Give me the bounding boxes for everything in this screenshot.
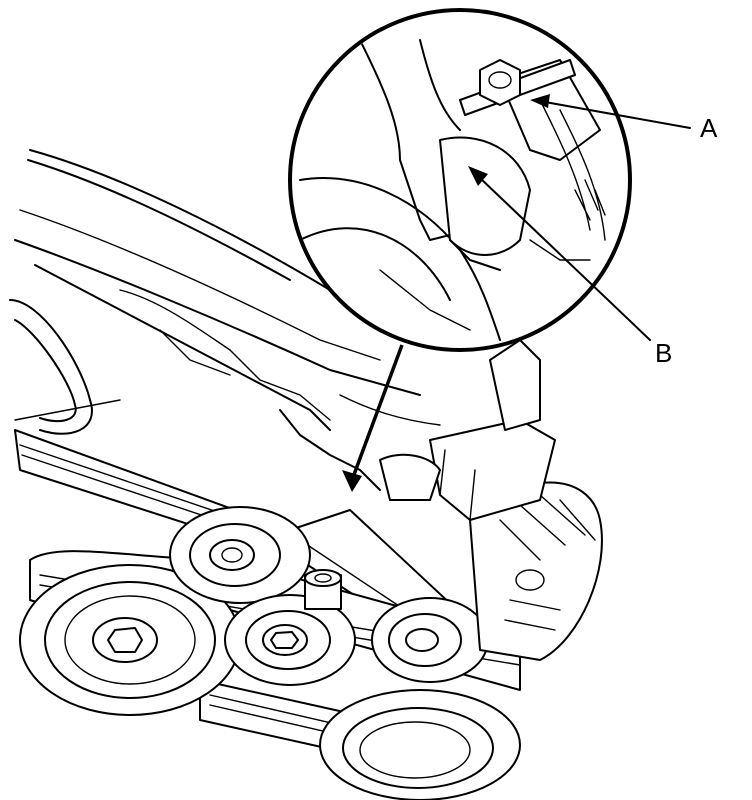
callout-a-leader bbox=[530, 94, 691, 129]
idler-pulley-upper bbox=[169, 506, 311, 604]
engine-cover bbox=[14, 149, 441, 491]
callout-b-leader bbox=[468, 166, 651, 341]
lower-right-pulley bbox=[319, 689, 521, 800]
detail-magnifier bbox=[288, 8, 632, 352]
tensioner-pulley bbox=[371, 597, 489, 683]
callout-a-label: A bbox=[700, 113, 718, 143]
upper-left-belt bbox=[9, 299, 121, 435]
center-pulley bbox=[224, 594, 356, 686]
crankshaft-pulley bbox=[19, 564, 241, 716]
tensioner-bolt bbox=[304, 569, 342, 610]
callout-b-label: B bbox=[655, 338, 672, 368]
tensioner-body bbox=[379, 339, 556, 521]
detail-pointer bbox=[342, 344, 404, 492]
